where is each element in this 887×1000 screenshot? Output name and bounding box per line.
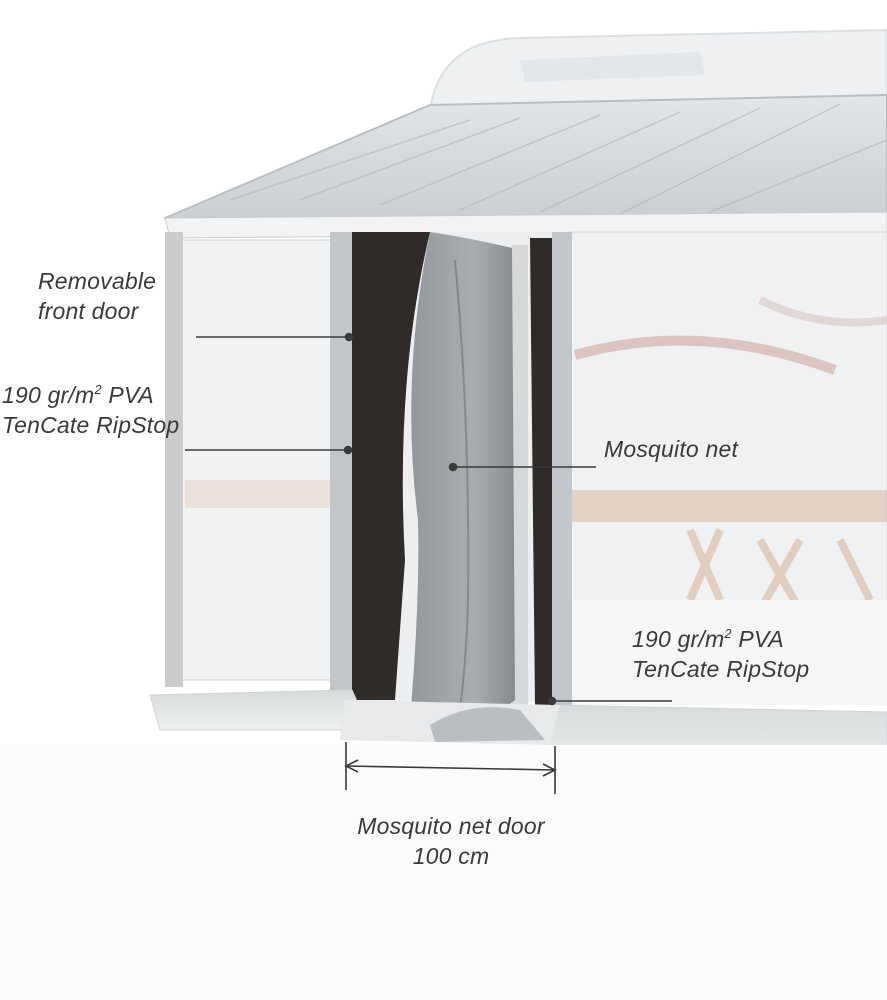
- awning-roof: [163, 93, 887, 234]
- label-removable-front-door: Removable front door: [38, 266, 156, 326]
- label-pva-ripstop-right: 190 gr/m2 PVA TenCate RipStop: [632, 624, 809, 684]
- right-table: [572, 490, 887, 522]
- label-superscript: 2: [724, 626, 732, 641]
- mosquito-net: [410, 232, 515, 740]
- label-line: front door: [38, 298, 139, 324]
- label-fragment: 190 gr/m: [2, 382, 95, 408]
- leader-pva-left-dot: [343, 445, 353, 455]
- mosquito-net-fold: [454, 259, 470, 741]
- leader-mosquito-net-dot: [448, 462, 458, 472]
- zipper-strip: [512, 245, 528, 705]
- dimension-arrow-left: [344, 759, 359, 773]
- left-window: [181, 239, 333, 681]
- label-pva-ripstop-left: 190 gr/m2 PVA TenCate RipStop: [2, 380, 179, 440]
- left-outer-post: [165, 232, 183, 687]
- leader-lines: [185, 332, 672, 794]
- interior-awning-arc: [573, 335, 837, 375]
- left-table: [185, 480, 330, 508]
- label-line: Removable: [38, 268, 157, 294]
- leader-front-door-dot: [344, 332, 354, 342]
- label-line: TenCate RipStop: [2, 412, 180, 438]
- label-line: 190 gr/m2 PVA: [632, 624, 809, 654]
- label-line: TenCate RipStop: [632, 656, 810, 682]
- interior-fan: [758, 296, 887, 327]
- net-foot: [430, 707, 545, 742]
- label-mosquito-net-door-width: Mosquito net door 100 cm: [326, 811, 576, 871]
- label-line: Mosquito net door: [357, 813, 545, 839]
- left-inner-post: [330, 232, 352, 702]
- dimension-line: [345, 765, 556, 771]
- label-fragment: 190 gr/m: [632, 626, 725, 652]
- right-lower-panel: [572, 600, 887, 705]
- front-door-panel: [352, 232, 430, 700]
- label-mosquito-net: Mosquito net: [604, 434, 738, 464]
- label-superscript: 2: [94, 382, 102, 397]
- label-fragment: PVA: [101, 382, 154, 408]
- caravan-roof-window: [520, 52, 705, 82]
- right-post: [552, 232, 572, 712]
- label-line: Mosquito net: [604, 436, 739, 462]
- label-fragment: PVA: [731, 626, 784, 652]
- ground-skirt-left: [149, 689, 371, 731]
- front-door-right-strip: [530, 238, 552, 705]
- leader-pva-right-dot: [547, 696, 557, 706]
- floor: [0, 745, 887, 1000]
- roof-seams: [229, 103, 887, 217]
- right-chairs: [686, 528, 874, 612]
- label-line: 100 cm: [412, 843, 490, 869]
- label-line: 190 gr/m2 PVA: [2, 380, 179, 410]
- dimension-arrow-right: [542, 763, 557, 777]
